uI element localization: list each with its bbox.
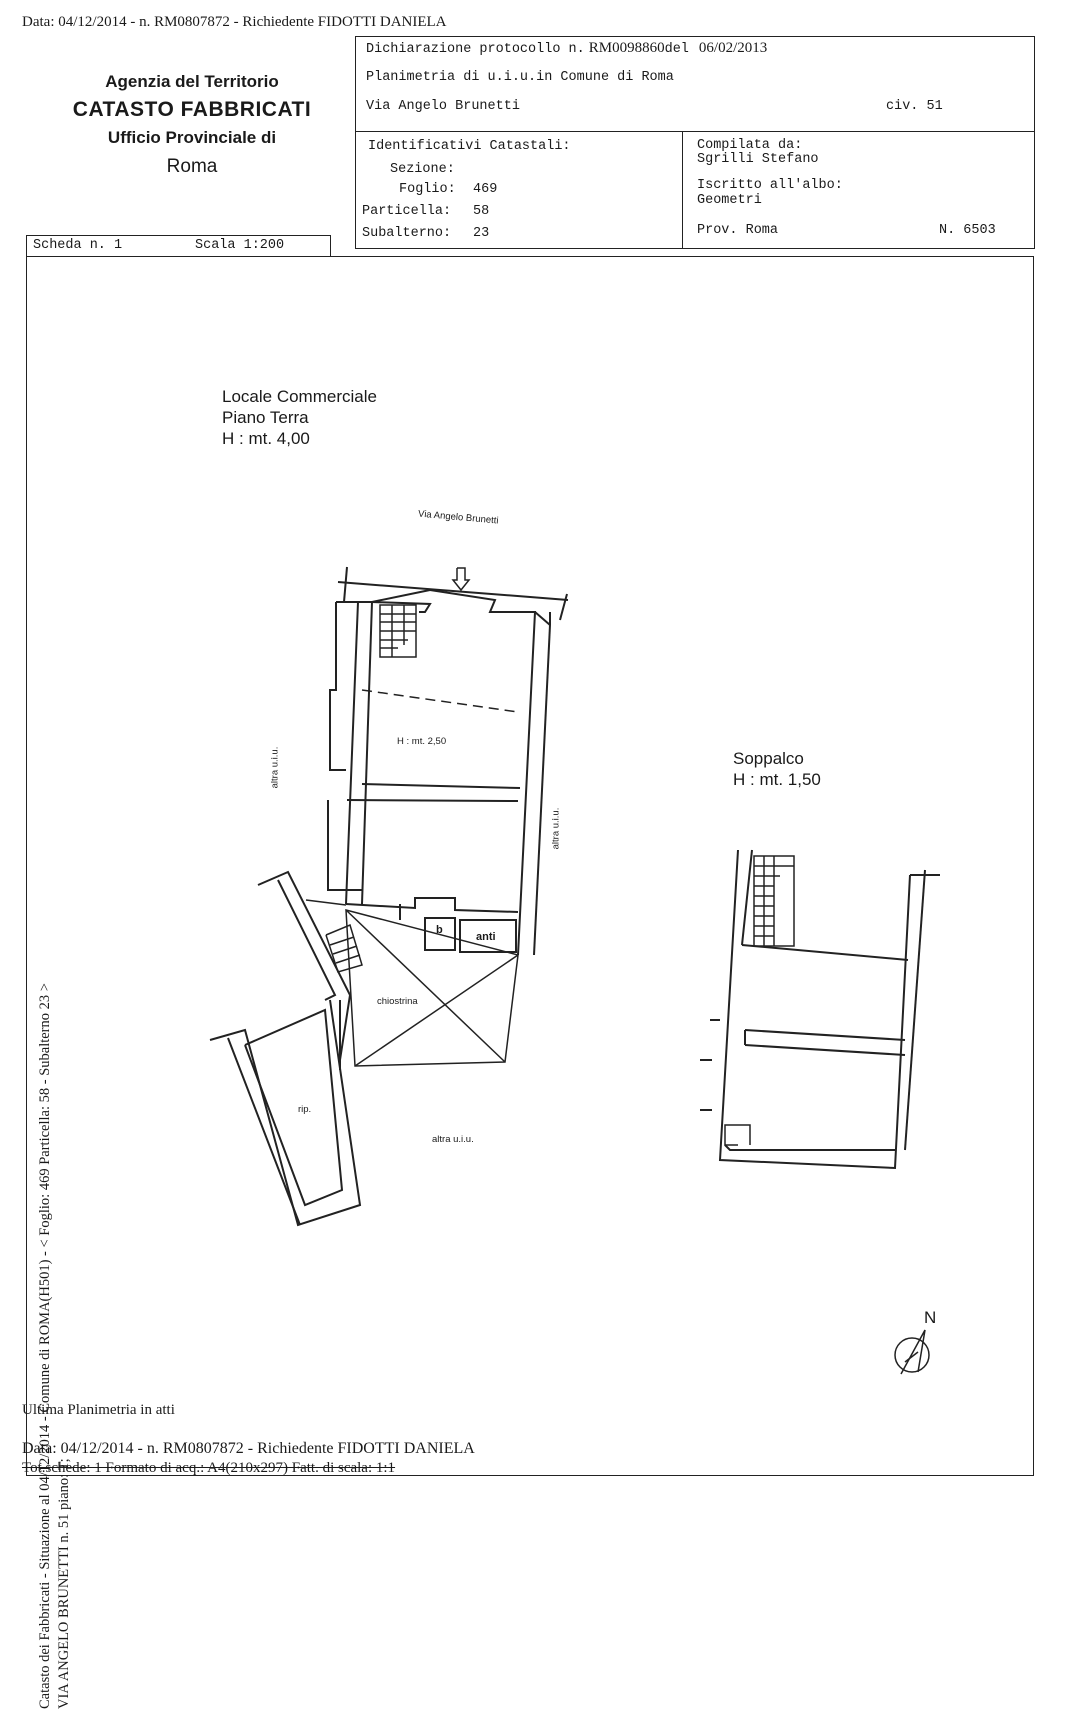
declaration-box: Dichiarazione protocollo n. RM0098860del… <box>355 36 1035 132</box>
agency-name: Agenzia del Territorio <box>105 72 279 91</box>
storage-label: rip. <box>298 1104 312 1115</box>
last-plan-label: Ultima Planimetria in atti <box>22 1402 175 1418</box>
vertical-situation-text: Catasto dei Fabbricati - Situazione al 0… <box>36 189 74 1709</box>
bath-anti <box>399 904 517 953</box>
room-height-label: H : mt. 2,50 <box>397 736 447 747</box>
north-arrow-icon <box>894 1329 930 1375</box>
vertical-line-2: VIA ANGELO BRUNETTI n. 51 piano: T; <box>56 1458 72 1709</box>
courtyard <box>305 899 519 1067</box>
mezzanine-title-line: Soppalco <box>733 749 804 768</box>
footer-request-line: Data: 04/12/2014 - n. RM0807872 - Richie… <box>22 1440 475 1457</box>
protocol-label: Dichiarazione protocollo n. <box>366 42 585 57</box>
mezzanine-title: Soppalco H : mt. 1,50 <box>733 748 821 790</box>
plan-title-line3: H : mt. 4,00 <box>222 429 310 448</box>
vertical-line-1: Catasto dei Fabbricati - Situazione al 0… <box>37 983 53 1709</box>
floor-plan <box>209 566 940 1375</box>
altra-uiu-right-label: altra u.i.u. <box>550 807 562 850</box>
identifiers-title: Identificativi Catastali: <box>368 139 571 154</box>
compiled-label: Compilata da: <box>697 138 803 153</box>
altra-uiu-left-label: altra u.i.u. <box>269 746 281 789</box>
office-city: Roma <box>166 156 218 177</box>
courtyard-label: chiostrina <box>377 996 418 1007</box>
foglio-value: 469 <box>473 182 498 197</box>
subalterno-label: Subalterno: <box>362 226 452 241</box>
stairs-lower <box>325 923 363 973</box>
foglio-label: Foglio: <box>399 182 456 197</box>
plan-title: Locale Commerciale Piano Terra H : mt. 4… <box>222 386 377 449</box>
shop-walls <box>327 566 569 956</box>
compiled-by: Sgrilli Stefano <box>697 152 819 167</box>
mezzanine-walls <box>700 849 940 1170</box>
anti-label: anti <box>476 931 496 943</box>
scheda-label: Scheda n. 1 <box>33 238 123 253</box>
drawing-frame <box>26 256 1034 1476</box>
mezzanine-height-line: H : mt. 1,50 <box>733 770 821 789</box>
subalterno-value: 23 <box>473 226 490 241</box>
footer-format-line: Tot.schede: 1 Formato di acq.: A4(210x29… <box>22 1460 396 1476</box>
agency-block: Agenzia del Territorio CATASTO FABBRICAT… <box>22 72 362 178</box>
particella-label: Particella: <box>362 204 452 219</box>
address-label: Via Angelo Brunetti <box>366 99 520 114</box>
province-label: Prov. Roma <box>697 223 779 238</box>
entrance-arrow-icon <box>451 567 471 592</box>
protocol-line: Dichiarazione protocollo n. RM0098860del… <box>366 39 767 57</box>
plan-title-line2: Piano Terra <box>222 408 309 427</box>
office-label: Ufficio Provinciale di <box>107 128 277 147</box>
protocol-date: 06/02/2013 <box>698 40 768 56</box>
civic-number: civ. 51 <box>886 99 943 114</box>
altra-uiu-bottom-label: altra u.i.u. <box>432 1134 474 1145</box>
del-label: del <box>664 42 689 57</box>
north-label: N <box>924 1308 937 1327</box>
particella-value: 58 <box>473 204 490 219</box>
registered-value: Geometri <box>697 193 762 208</box>
compiled-box: Compilata da: Sgrilli Stefano Iscritto a… <box>682 131 1035 249</box>
request-header-line: Data: 04/12/2014 - n. RM0807872 - Richie… <box>22 14 447 30</box>
catasto-title: CATASTO FABBRICATI <box>72 98 312 121</box>
storage-room <box>209 870 362 1227</box>
scale-label: Scala 1:200 <box>195 238 285 253</box>
bath-label: b <box>436 924 443 936</box>
plan-title-line1: Locale Commerciale <box>222 387 377 406</box>
registration-number: N. 6503 <box>939 223 996 238</box>
planimetria-label: Planimetria di u.i.u.in Comune di Roma <box>366 70 674 85</box>
sezione-label: Sezione: <box>390 162 455 177</box>
stairs-main <box>379 604 417 658</box>
stairs-mezzanine <box>753 855 795 947</box>
registered-label: Iscritto all'albo: <box>697 178 843 193</box>
protocol-number: RM0098860 <box>588 40 665 56</box>
